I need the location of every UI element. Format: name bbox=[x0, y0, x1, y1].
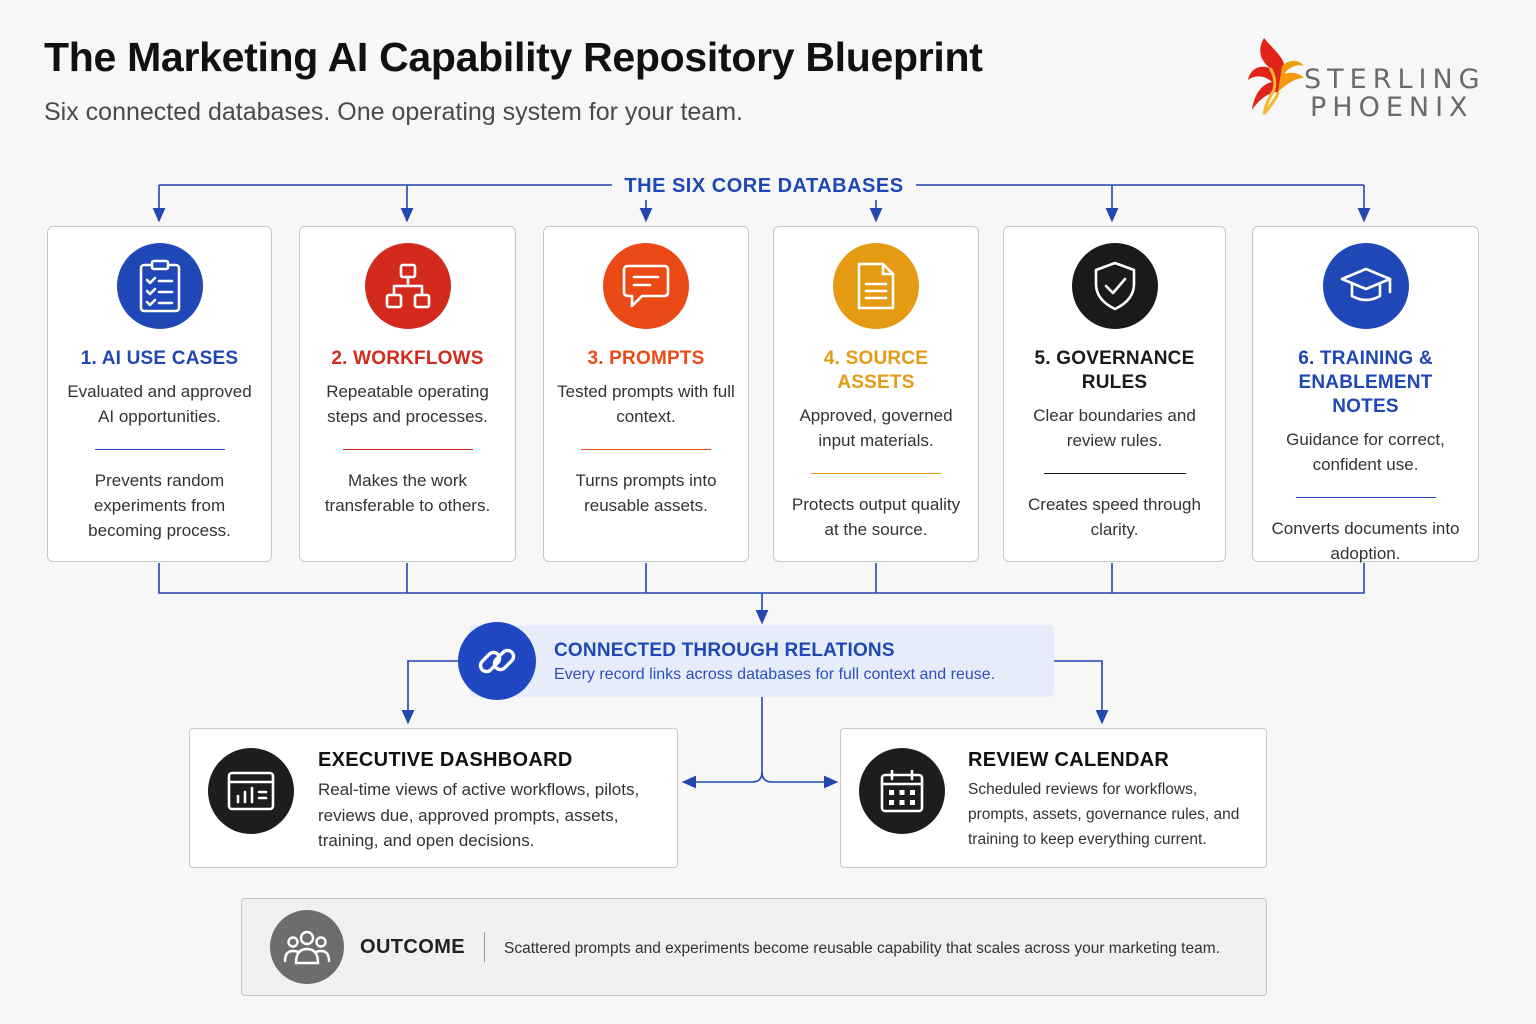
executive-dashboard-box: EXECUTIVE DASHBOARD Real-time views of a… bbox=[189, 728, 678, 868]
dashboard-chart-icon bbox=[208, 748, 294, 834]
card-description: Clear boundaries and review rules. bbox=[1033, 406, 1196, 450]
logo-text-line1: STERLING bbox=[1304, 64, 1486, 95]
database-card-workflows: 2. WORKFLOWS Repeatable operating steps … bbox=[299, 226, 516, 562]
card-divider bbox=[1295, 497, 1436, 498]
card-divider bbox=[94, 449, 225, 450]
section-label: THE SIX CORE DATABASES bbox=[612, 172, 916, 200]
card-title: 2. WORKFLOWS bbox=[331, 348, 484, 369]
phoenix-bird-icon bbox=[1248, 38, 1304, 115]
outcome-divider bbox=[484, 932, 485, 962]
page-title: The Marketing AI Capability Repository B… bbox=[44, 34, 983, 80]
card-divider bbox=[1043, 473, 1186, 474]
outcome-label: OUTCOME bbox=[360, 936, 466, 958]
card-title: 6. TRAINING & ENABLEMENT NOTES bbox=[1298, 348, 1433, 417]
database-card-prompts: 3. PROMPTS Tested prompts with full cont… bbox=[543, 226, 749, 562]
brand-logo: STERLING PHOENIX bbox=[1244, 34, 1486, 123]
database-card-ai-use-cases: 1. AI USE CASES Evaluated and approved A… bbox=[47, 226, 272, 562]
link-chain-icon bbox=[458, 622, 536, 700]
card-benefit: Prevents random experiments from becomin… bbox=[88, 471, 231, 540]
relations-banner: CONNECTED THROUGH RELATIONS Every record… bbox=[470, 625, 1054, 697]
calendar-icon bbox=[859, 748, 945, 834]
card-divider bbox=[581, 449, 711, 450]
page-subtitle: Six connected databases. One operating s… bbox=[44, 98, 743, 126]
dashboard-title: EXECUTIVE DASHBOARD bbox=[318, 749, 573, 771]
card-benefit: Turns prompts into reusable assets. bbox=[575, 471, 717, 515]
relations-title: CONNECTED THROUGH RELATIONS bbox=[554, 640, 895, 661]
card-benefit: Converts documents into adoption. bbox=[1271, 519, 1460, 563]
relations-text: Every record links across databases for … bbox=[554, 666, 996, 683]
card-description: Evaluated and approved AI opportunities. bbox=[67, 382, 252, 426]
review-calendar-box: REVIEW CALENDAR Scheduled reviews for wo… bbox=[840, 728, 1267, 868]
logo-text-line2: PHOENIX bbox=[1310, 92, 1474, 123]
card-title: 3. PROMPTS bbox=[587, 348, 705, 369]
card-divider bbox=[811, 473, 941, 474]
card-title: 5. GOVERNANCE RULES bbox=[1034, 348, 1195, 393]
dashboard-text: Real-time views of active workflows, pil… bbox=[318, 780, 640, 850]
card-description: Guidance for correct, confident use. bbox=[1286, 430, 1445, 474]
card-divider bbox=[342, 449, 473, 450]
card-description: Approved, governed input materials. bbox=[799, 406, 953, 450]
team-people-icon bbox=[270, 910, 344, 984]
card-benefit: Makes the work transferable to others. bbox=[324, 471, 491, 515]
outcome-banner: OUTCOME Scattered prompts and experiment… bbox=[241, 898, 1267, 996]
card-benefit: Creates speed through clarity. bbox=[1028, 495, 1201, 539]
workflow-hierarchy-icon bbox=[364, 243, 451, 329]
card-description: Repeatable operating steps and processes… bbox=[326, 382, 489, 426]
graduation-cap-icon bbox=[1322, 243, 1409, 329]
document-icon bbox=[833, 243, 919, 329]
calendar-text: Scheduled reviews for workflows, prompts… bbox=[968, 781, 1240, 848]
card-title: 1. AI USE CASES bbox=[80, 348, 239, 369]
calendar-title: REVIEW CALENDAR bbox=[968, 749, 1170, 771]
clipboard-checklist-icon bbox=[116, 243, 203, 329]
outcome-text: Scattered prompts and experiments become… bbox=[504, 940, 1220, 957]
database-card-governance-rules: 5. GOVERNANCE RULES Clear boundaries and… bbox=[1003, 226, 1226, 562]
database-card-source-assets: 4. SOURCE ASSETS Approved, governed inpu… bbox=[773, 226, 979, 562]
card-title: 4. SOURCE ASSETS bbox=[823, 348, 929, 393]
bottom-bus-line bbox=[158, 563, 1365, 594]
card-benefit: Protects output quality at the source. bbox=[791, 495, 961, 539]
chat-bubble-icon bbox=[603, 243, 689, 329]
database-card-training-enablement: 6. TRAINING & ENABLEMENT NOTES Guidance … bbox=[1252, 226, 1479, 563]
shield-check-icon bbox=[1071, 243, 1158, 329]
card-description: Tested prompts with full context. bbox=[557, 382, 735, 426]
